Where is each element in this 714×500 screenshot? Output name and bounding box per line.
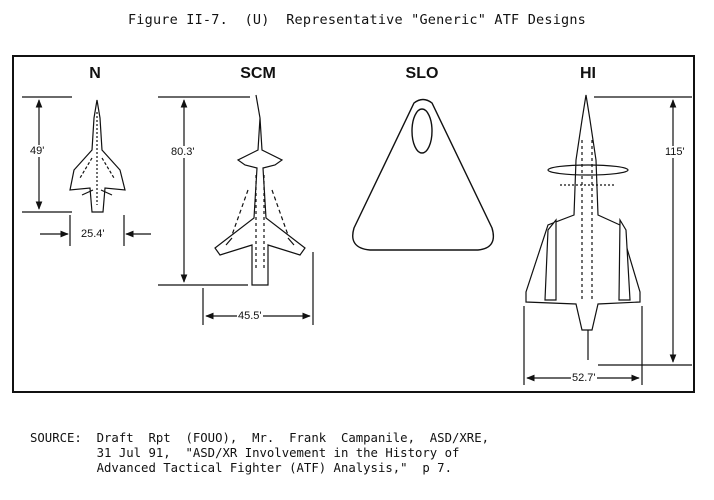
dimension-span-n: 25.4' [80, 228, 106, 240]
dimension-span-hi: 52.7' [571, 372, 597, 384]
aircraft-n [69, 99, 126, 213]
source-line-1: SOURCE: Draft Rpt (FOUO), Mr. Frank Camp… [30, 431, 490, 445]
design-label-n: N [89, 65, 101, 82]
dimension-lines-n [22, 96, 151, 246]
dimension-length-scm: 80.3' [170, 146, 196, 158]
design-label-hi: HI [580, 65, 596, 82]
source-line-3: Advanced Tactical Fighter (ATF) Analysis… [30, 461, 452, 475]
design-label-scm: SCM [240, 65, 276, 82]
dimension-lines-scm [158, 96, 314, 325]
figure-frame [12, 55, 695, 393]
aircraft-scm [214, 94, 306, 286]
source-line-2: 31 Jul 91, "ASD/XR Involvement in the Hi… [30, 446, 460, 460]
aircraft-hi [525, 94, 641, 360]
figure-title: Figure II-7. (U) Representative "Generic… [127, 12, 587, 28]
source-note: SOURCE: Draft Rpt (FOUO), Mr. Frank Camp… [30, 431, 489, 476]
dimension-length-hi: 115' [664, 146, 686, 158]
design-label-slo: SLO [405, 65, 439, 82]
dimension-length-n: 49' [29, 145, 46, 157]
dimension-span-scm: 45.5' [237, 310, 263, 322]
aircraft-slo [352, 98, 495, 251]
